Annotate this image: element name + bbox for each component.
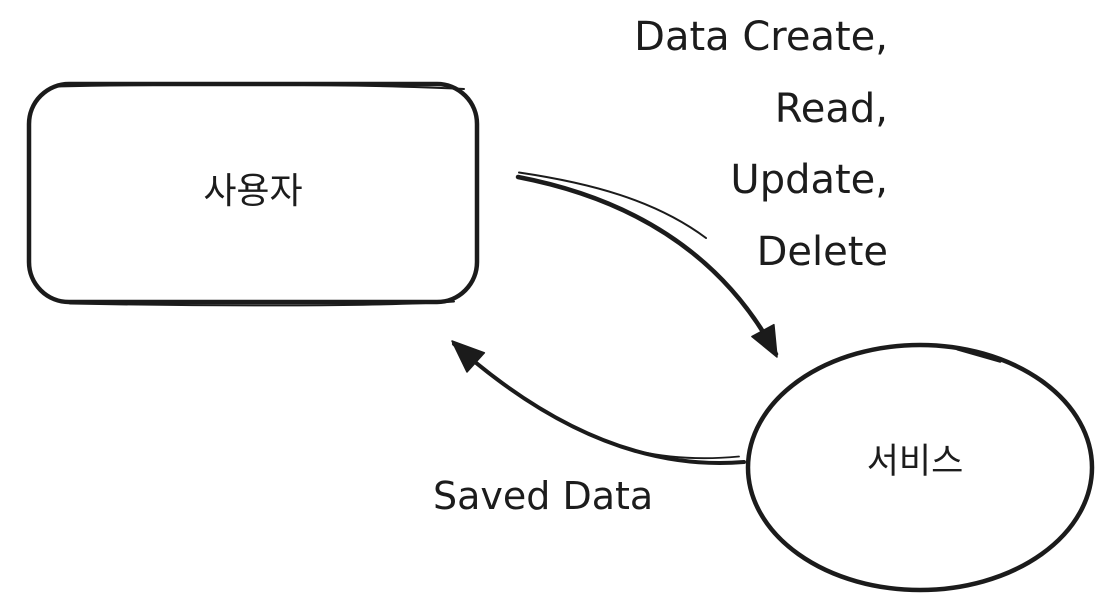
service-ellipse-shape <box>745 342 1095 593</box>
crud-label-line: Update, <box>730 157 888 203</box>
saved-arrowhead <box>451 340 486 373</box>
service-ellipse-overdraw-tick <box>956 347 1002 363</box>
service-node-label: 서비스 <box>866 442 964 482</box>
crud-label-line: Read, <box>774 85 888 132</box>
crud-arrow-line <box>515 174 779 357</box>
crud-edge-label: Data Create, Read, Update, Delete <box>558 2 888 288</box>
crud-arrowhead <box>751 323 778 358</box>
user-node-label: 사용자 <box>203 171 303 212</box>
user-box-bottom-overdraw <box>69 300 455 307</box>
crud-label-line: Delete <box>756 228 888 275</box>
saved-arrow-line <box>452 342 746 465</box>
saved-edge-label: Saved Data <box>433 474 654 518</box>
saved-arrow-overdraw <box>539 407 740 460</box>
crud-arrow-overdraw <box>518 171 707 239</box>
user-box-top-overdraw <box>54 83 465 90</box>
crud-label-line: Data Create, <box>634 14 888 60</box>
